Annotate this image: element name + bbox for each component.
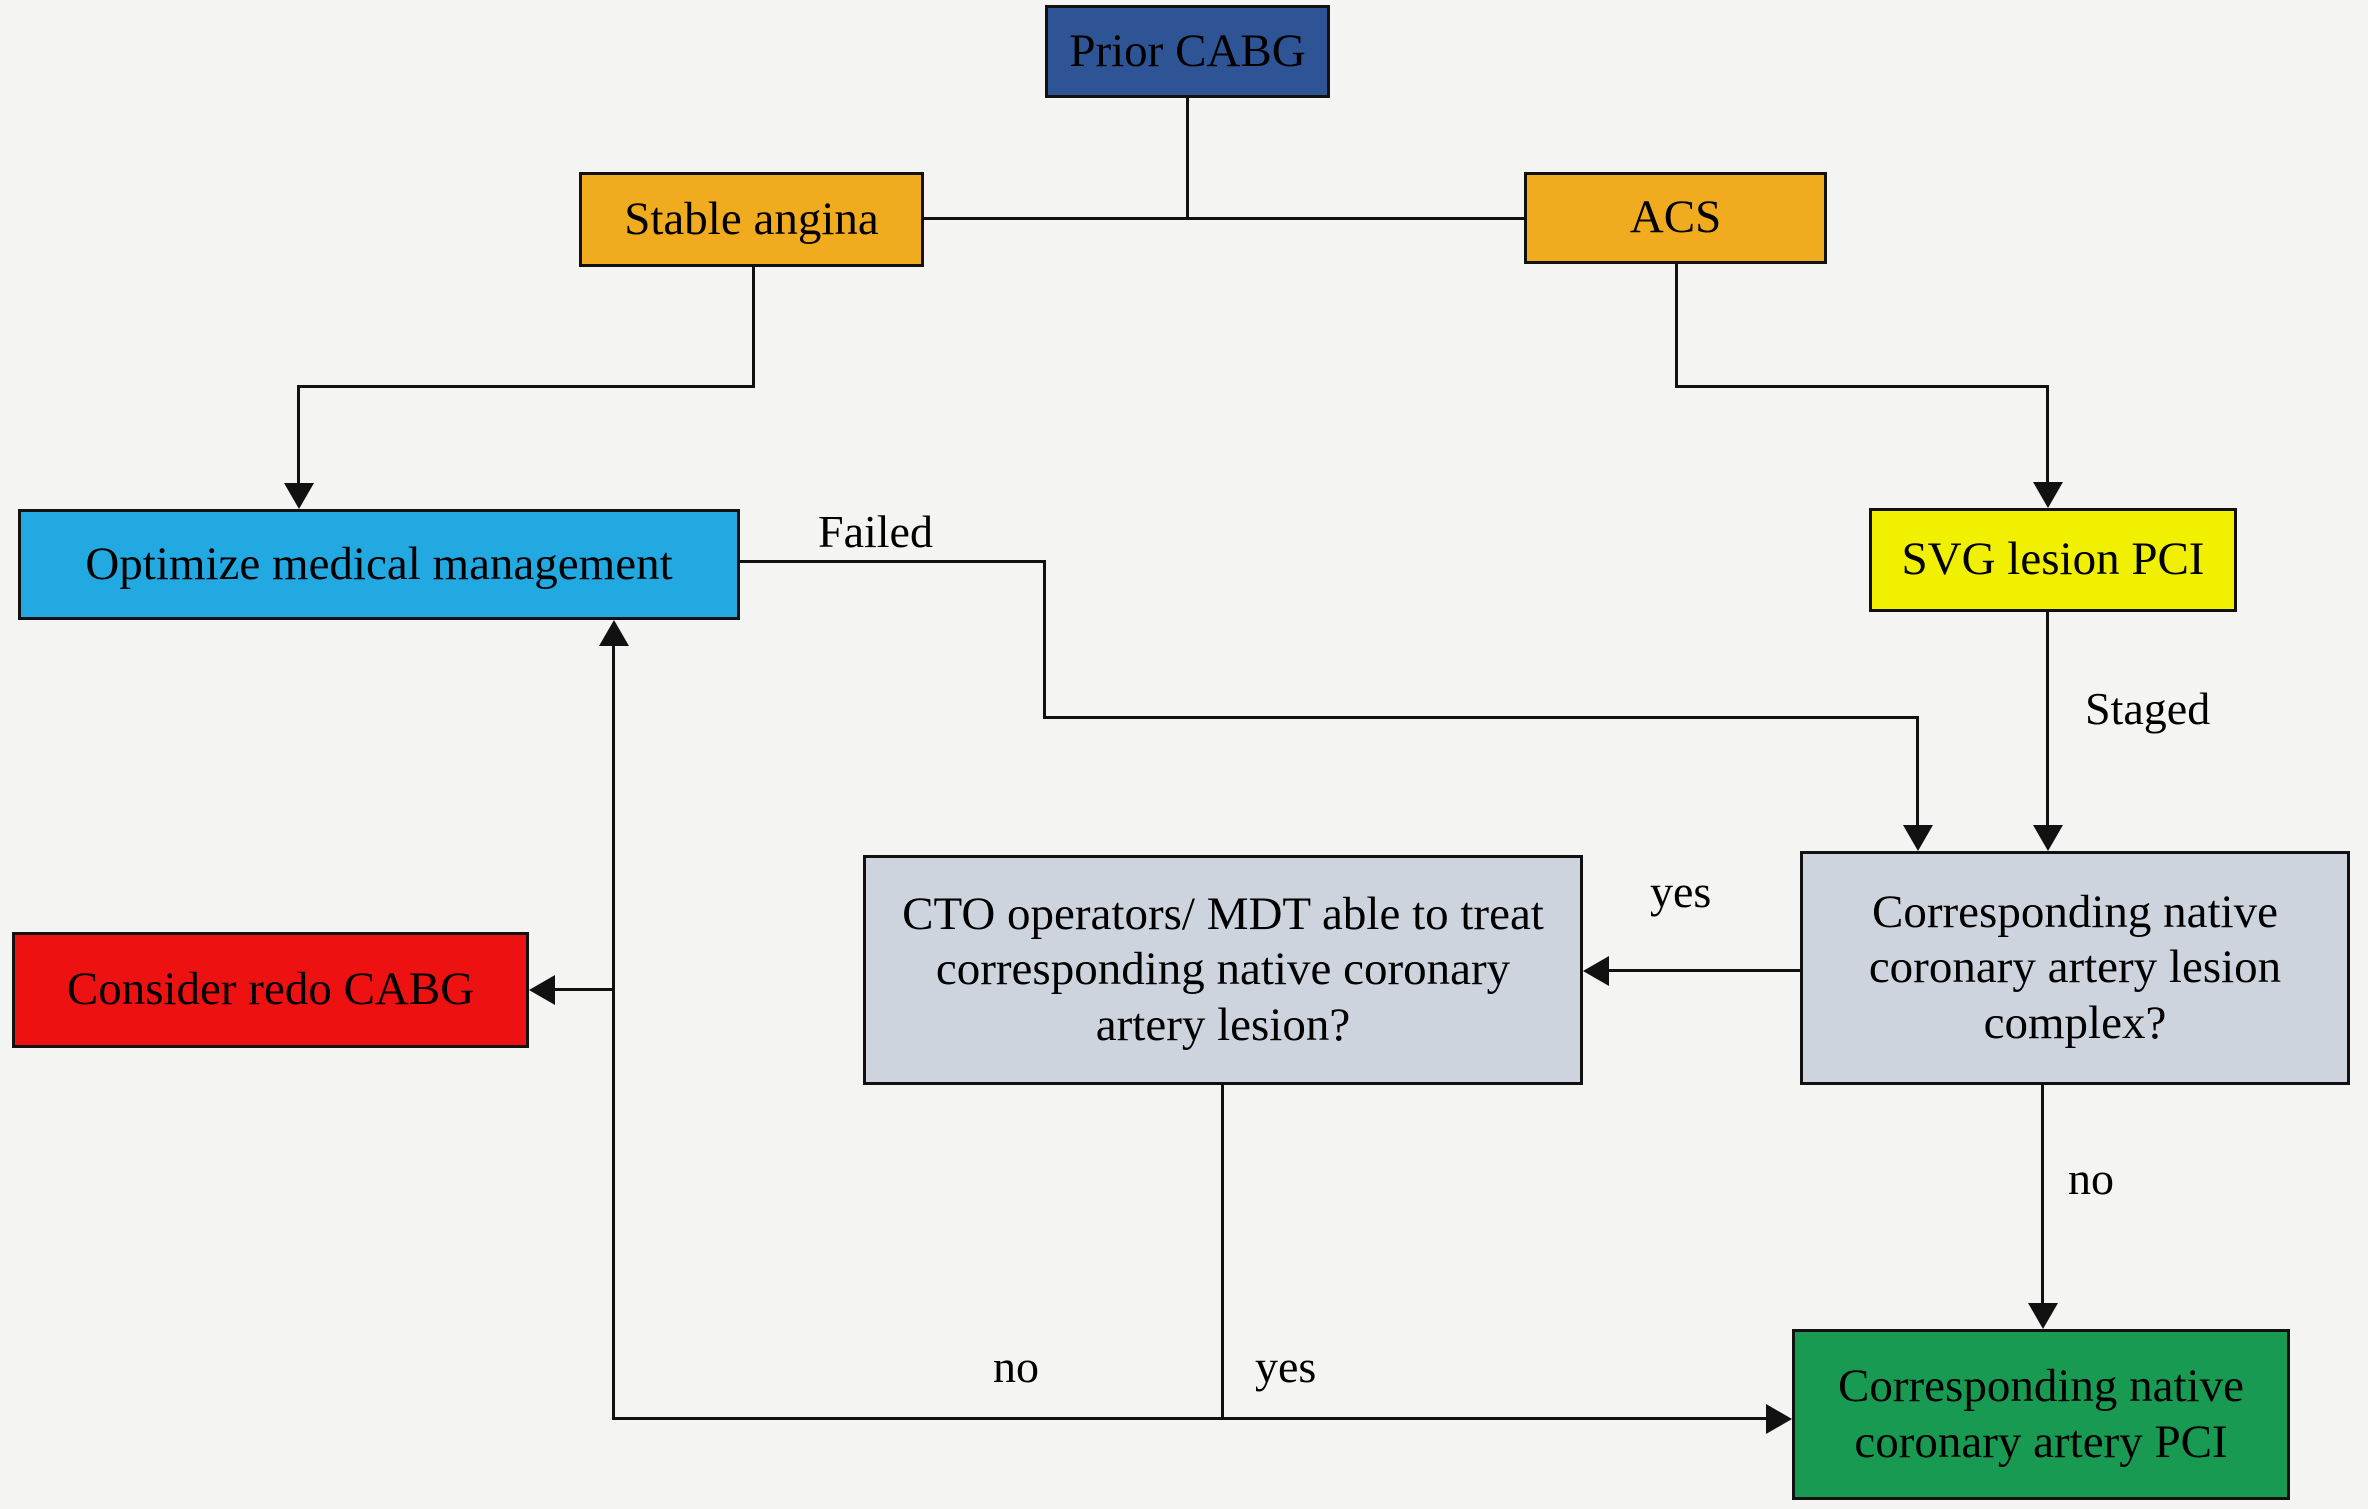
- edge-label-failed: Failed: [818, 506, 933, 557]
- edge-label-yes-complex: yes: [1650, 866, 1712, 917]
- node-native-coronary-pci: Corresponding native coronary artery PCI: [1792, 1329, 2290, 1500]
- node-cto-operators-question: CTO operators/ MDT able to treat corresp…: [863, 855, 1583, 1085]
- edge-ctoq-down-line: [1221, 1085, 1224, 1419]
- node-consider-redo-cabg-label: Consider redo CABG: [66, 963, 475, 1016]
- edge-priorcabg-down-line: [1186, 98, 1189, 219]
- edge-label-staged: Staged: [2085, 683, 2211, 734]
- edge-failed-drop2-line: [1916, 716, 1919, 826]
- edge-failed-horizontal1-line: [740, 560, 1046, 563]
- arrowhead-into-optimize-bottom: [599, 620, 629, 646]
- arrowhead-failed-into-complexq-top: [1903, 825, 1933, 851]
- node-lesion-complex-question: Corresponding native coronary artery les…: [1800, 851, 2350, 1085]
- edge-return-up-line: [612, 644, 615, 1420]
- node-lesion-complex-question-label: Corresponding native coronary artery les…: [1868, 885, 2282, 1049]
- arrowhead-into-nativepci-left: [1766, 1404, 1792, 1434]
- edge-acs-horizontal-line: [1675, 385, 2049, 388]
- edge-acs-down-line: [1675, 264, 1678, 388]
- edge-label-no-complex: no: [2068, 1153, 2114, 1204]
- node-acs-label: ACS: [1629, 191, 1722, 244]
- node-acs: ACS: [1524, 172, 1827, 264]
- node-optimize-medical-management: Optimize medical management: [18, 509, 740, 620]
- edge-label-no-cto: no: [993, 1341, 1039, 1392]
- edge-redo-branch-line: [553, 988, 614, 991]
- node-prior-cabg: Prior CABG: [1045, 5, 1330, 98]
- node-stable-angina: Stable angina: [579, 172, 924, 267]
- node-consider-redo-cabg: Consider redo CABG: [12, 932, 529, 1048]
- edge-bottom-rail-line: [612, 1417, 1768, 1420]
- node-stable-angina-label: Stable angina: [624, 192, 879, 245]
- edge-split-horizontal-line: [924, 217, 1524, 220]
- edge-yes-left-line: [1607, 969, 1800, 972]
- arrowhead-into-optimize-top: [284, 483, 314, 509]
- edge-label-yes-cto: yes: [1255, 1341, 1317, 1392]
- arrowhead-into-ctoq-right: [1583, 956, 1609, 986]
- node-prior-cabg-label: Prior CABG: [1069, 24, 1306, 77]
- edge-stableangina-down-line: [752, 267, 755, 388]
- edge-acs-drop-line: [2046, 385, 2049, 484]
- edge-stableangina-drop-line: [297, 385, 300, 485]
- arrowhead-into-svgpci-top: [2033, 482, 2063, 508]
- edge-failed-drop1-line: [1043, 560, 1046, 718]
- node-svg-lesion-pci-label: SVG lesion PCI: [1901, 533, 2205, 586]
- node-svg-lesion-pci: SVG lesion PCI: [1869, 508, 2237, 612]
- edge-staged-down-line: [2046, 612, 2049, 826]
- arrowhead-into-nativepci-top: [2028, 1303, 2058, 1329]
- node-optimize-label: Optimize medical management: [85, 537, 673, 590]
- node-cto-operators-question-label: CTO operators/ MDT able to treat corresp…: [902, 887, 1544, 1051]
- arrowhead-staged-into-complexq-top: [2033, 825, 2063, 851]
- arrowhead-into-redocabg-right: [529, 975, 555, 1005]
- edge-failed-horizontal2-line: [1043, 716, 1919, 719]
- node-native-coronary-pci-label: Corresponding native coronary artery PCI: [1838, 1360, 2244, 1468]
- edge-no-down-line: [2041, 1085, 2044, 1305]
- edge-stableangina-horizontal-line: [297, 385, 755, 388]
